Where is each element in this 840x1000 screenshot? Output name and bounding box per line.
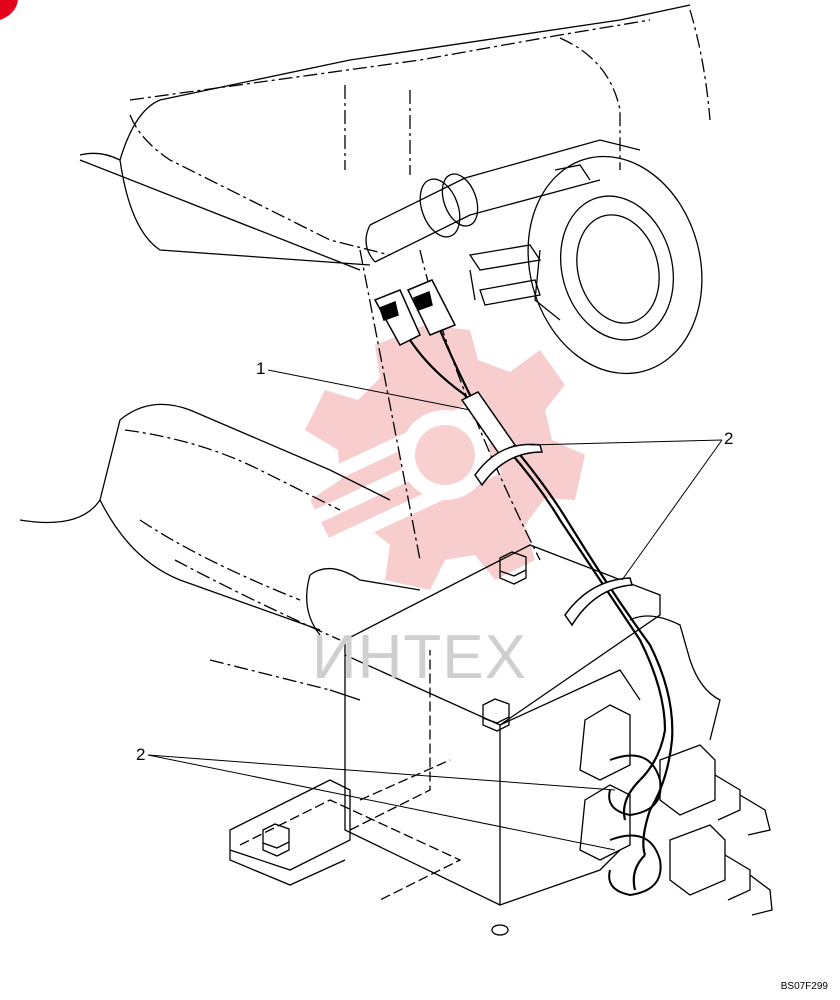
drawing-code: BS07F299 [780,981,828,992]
valve-block-side [499,669,641,906]
base-plate [229,779,351,886]
valve-block-front [344,655,501,907]
switch-connector-loop [608,754,662,897]
corner-marker [0,0,18,20]
pressure-switch-lower [579,784,773,916]
small-bracket [468,244,542,306]
bolt-head [499,551,527,585]
watermark-text: ИНТЕХ [312,623,527,692]
side-fitting [629,615,721,741]
upper-frame-solid [79,4,691,271]
lower-arm-dashed [124,429,341,691]
lower-arm-solid [19,403,391,631]
connector-pair [373,279,457,346]
bolt-foot [491,924,509,936]
bolt-head [262,823,290,857]
upper-frame-dashed [129,9,711,256]
callout-2-upper: 2 [724,429,734,448]
bolt-head [482,698,510,732]
pipe-collar [419,178,461,238]
leader-lines [147,369,723,851]
pressure-switch-upper [579,704,771,836]
round-flange-inner [559,195,675,341]
cross-pipe [365,139,641,263]
callout-1: 1 [256,359,266,378]
callout-2-lower: 2 [136,745,146,764]
cable-tie [474,443,633,627]
valve-block-hidden [349,650,451,831]
round-flange-outer [527,155,703,375]
harness-sleeve [460,391,517,457]
